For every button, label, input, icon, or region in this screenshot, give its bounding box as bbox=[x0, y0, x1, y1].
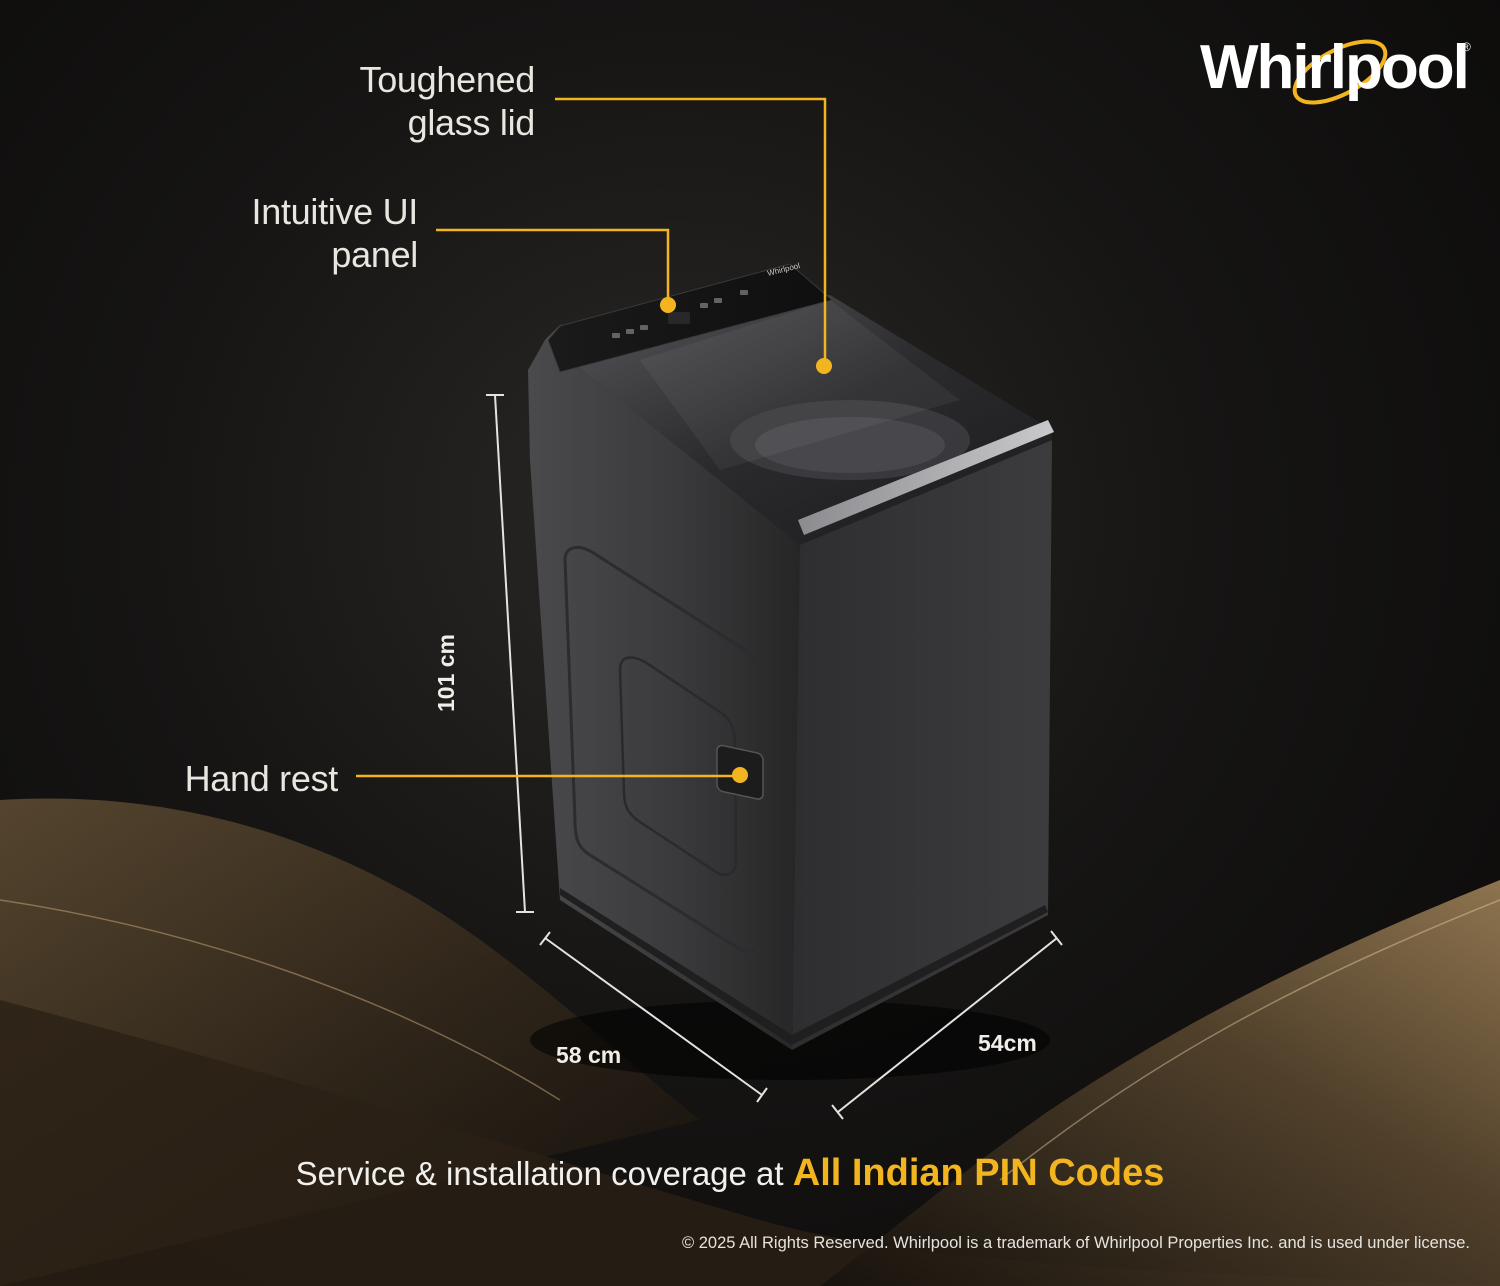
callout-lines bbox=[356, 97, 827, 778]
height-dimension-label: 101 cm bbox=[433, 633, 459, 712]
callout-ui-panel-line2: panel bbox=[331, 234, 418, 275]
dune-bottom bbox=[0, 1000, 1500, 1286]
coverage-prefix: Service & installation coverage at bbox=[295, 1155, 784, 1192]
callout-glass-lid-line2: glass lid bbox=[407, 102, 536, 143]
logo-wordmark: Whirlpool bbox=[1200, 33, 1470, 102]
callout-glass-lid-line1: Toughened bbox=[359, 59, 536, 100]
service-coverage-banner: Service & installation coverage at All I… bbox=[0, 1152, 1460, 1195]
dune-right bbox=[820, 880, 1500, 1286]
logo-swoosh-icon bbox=[1292, 39, 1388, 105]
callout-hand-rest: Hand rest bbox=[184, 758, 339, 799]
callout-ui-panel: Intuitive UI panel bbox=[230, 190, 419, 276]
callout-dots bbox=[660, 297, 832, 783]
registered-mark: ® bbox=[1462, 40, 1471, 54]
dimension-lines bbox=[486, 394, 1063, 1120]
callout-glass-lid: Toughened glass lid bbox=[330, 58, 536, 144]
whirlpool-logo: Whirlpool ® bbox=[1200, 32, 1480, 122]
coverage-highlight: All Indian PIN Codes bbox=[792, 1152, 1165, 1194]
depth-dimension-label: 54cm bbox=[978, 1030, 1037, 1056]
copyright-notice: © 2025 All Rights Reserved. Whirlpool is… bbox=[681, 1234, 1470, 1252]
machine-front-face bbox=[792, 440, 1052, 1050]
callout-ui-panel-line1: Intuitive UI bbox=[251, 191, 419, 232]
width-dimension-label: 58 cm bbox=[556, 1042, 622, 1068]
